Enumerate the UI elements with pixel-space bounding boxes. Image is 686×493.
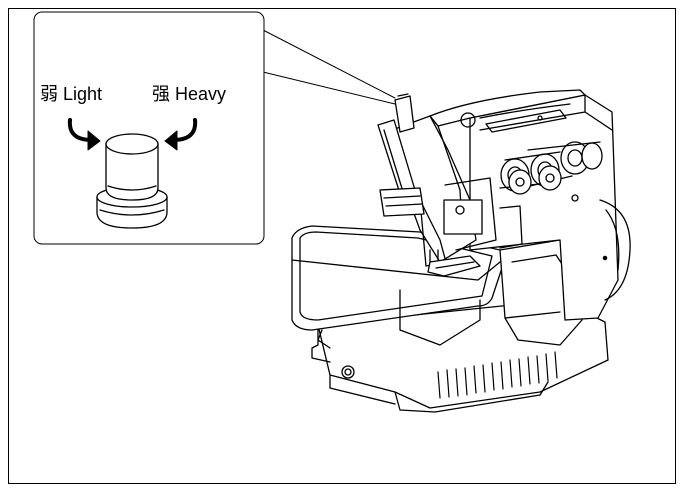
- indicator-dot: [571, 194, 579, 202]
- callout-leader-lines: [262, 29, 396, 105]
- heavy-label: 强 Heavy: [152, 84, 226, 104]
- machine-base-front: [394, 381, 549, 413]
- knob-callout: 弱 Light 强 Heavy: [33, 11, 265, 245]
- overlock-sewing-machine-icon: [291, 89, 631, 413]
- base-screw: [341, 365, 355, 379]
- light-label: 弱 Light: [40, 84, 102, 104]
- pressure-adjust-knob-icon: [96, 133, 168, 229]
- vent-slats: [437, 351, 558, 399]
- figure-frame: [8, 8, 676, 484]
- curved-arrow-counterclockwise-icon: [164, 118, 198, 151]
- curved-arrow-clockwise-icon: [67, 118, 101, 151]
- callout-box: [33, 11, 265, 245]
- top-cover: [429, 89, 586, 127]
- presser-foot: [427, 255, 481, 277]
